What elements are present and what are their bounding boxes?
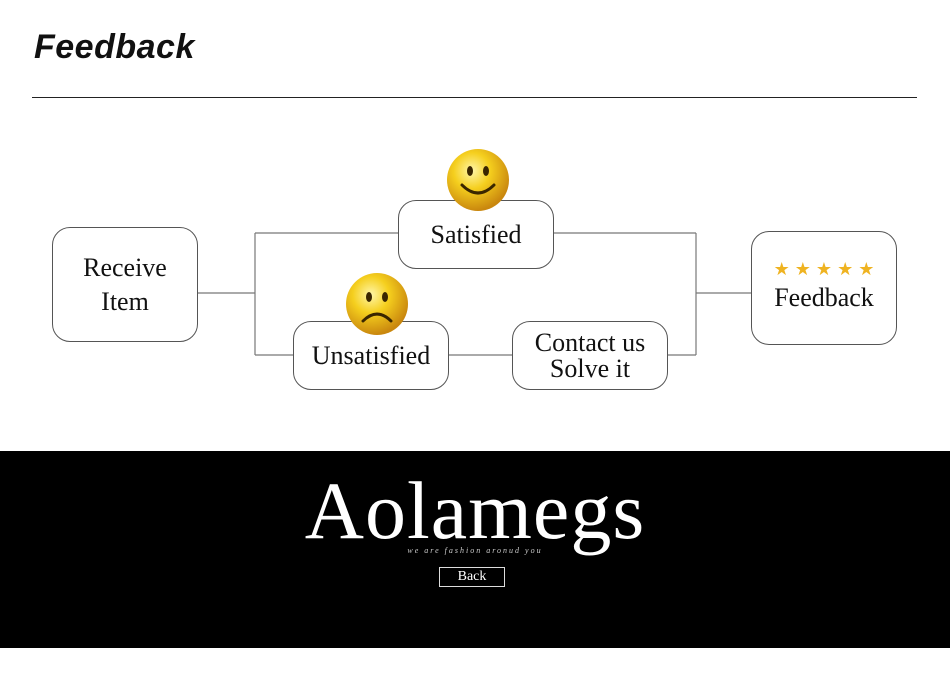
unsatisfied-label: Unsatisfied xyxy=(311,340,431,370)
receive-item-box: Receive Item xyxy=(52,227,198,342)
contact-box: Contact us Solve it xyxy=(512,321,668,390)
back-button[interactable]: Back xyxy=(439,567,505,587)
receive-item-line2: Item xyxy=(101,286,149,316)
feedback-label: Feedback xyxy=(774,283,874,313)
flow-connectors xyxy=(197,232,752,356)
rating-stars: ★ ★ ★ ★ ★ xyxy=(774,261,875,279)
brand-tagline: we are fashion aronud you xyxy=(407,546,543,555)
brand-logo: Aolamegs xyxy=(304,465,646,556)
satisfied-label: Satisfied xyxy=(430,219,522,249)
header-divider xyxy=(32,97,917,98)
happy-face-icon xyxy=(447,149,509,211)
star-icon: ★ xyxy=(794,259,811,281)
brand-banner xyxy=(0,451,950,648)
contact-line2: Solve it xyxy=(549,353,631,383)
star-icon: ★ xyxy=(773,259,790,281)
contact-line1: Contact us xyxy=(534,327,646,357)
page-title: Feedback xyxy=(34,28,195,66)
receive-item-line1: Receive xyxy=(83,252,167,282)
feedback-box: ★ ★ ★ ★ ★ Feedback xyxy=(751,231,897,345)
star-icon: ★ xyxy=(858,259,875,281)
star-icon: ★ xyxy=(815,259,833,281)
satisfied-box: Satisfied xyxy=(398,200,554,269)
star-icon: ★ xyxy=(837,259,854,281)
sad-face-icon xyxy=(346,273,408,335)
